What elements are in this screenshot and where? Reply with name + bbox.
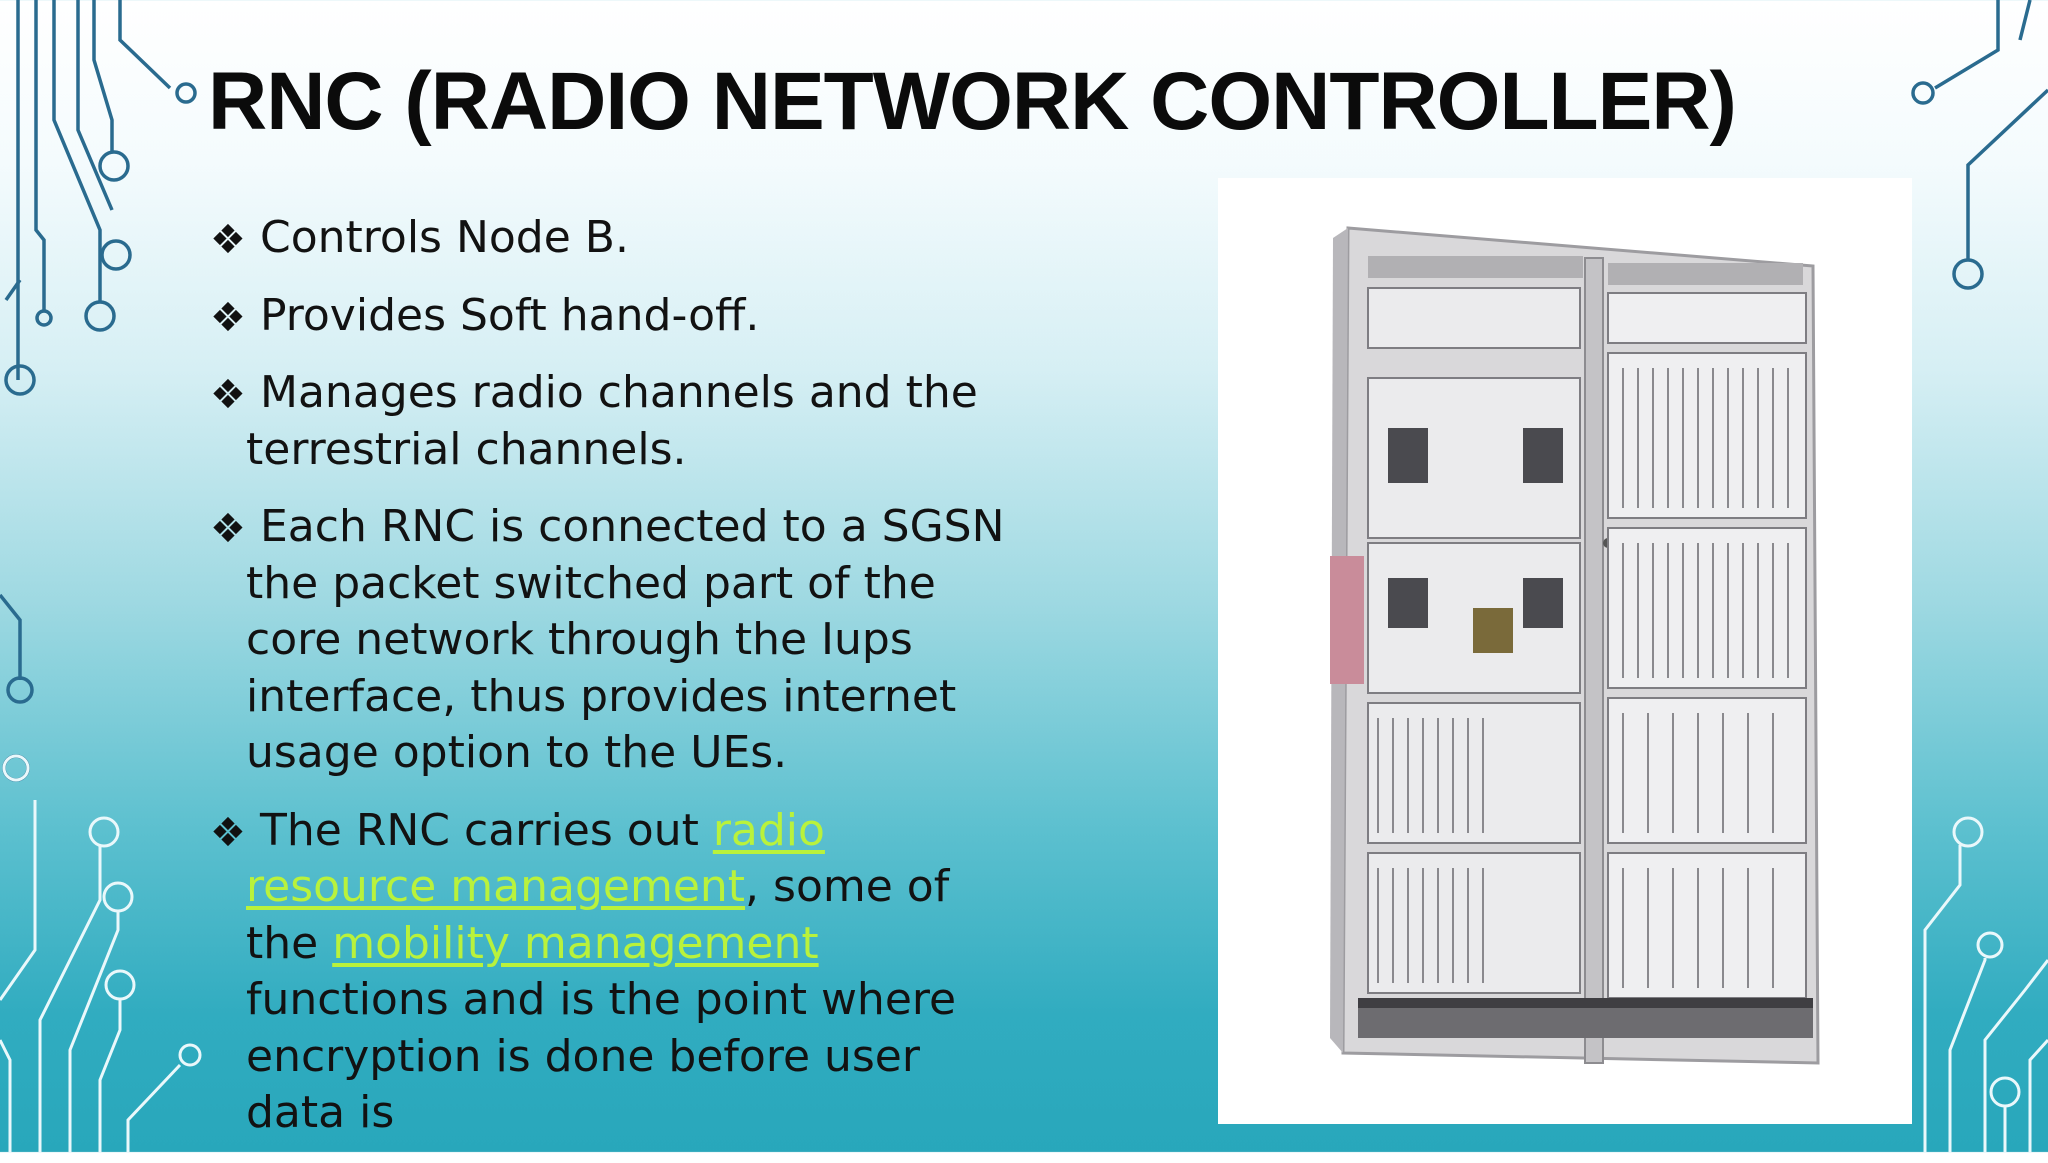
bullet-text: Manages radio channels and the terrestri… (246, 367, 978, 475)
bullet-list: ❖ Controls Node B. ❖ Provides Soft hand-… (210, 210, 1112, 1163)
bullet-text-before: The RNC carries out (260, 804, 713, 856)
rnc-cabinet-photo (1218, 178, 1912, 1124)
bullet-item: ❖ Each RNC is connected to a SGSN the pa… (210, 499, 1016, 782)
diamond-cluster-icon: ❖ (210, 372, 246, 418)
diamond-cluster-icon: ❖ (210, 217, 246, 263)
bullet-item: ❖ Controls Node B. (210, 210, 1112, 267)
rnc-cabinet-illustration (1218, 178, 1912, 1124)
radio-resource-management-link[interactable]: radio resource management (246, 804, 825, 913)
bullet-text: Controls Node B. (260, 212, 629, 263)
mobility-management-link[interactable]: mobility management (332, 917, 819, 969)
bullet-text-after: functions and is the point where encrypt… (246, 974, 957, 1138)
diamond-cluster-icon: ❖ (210, 294, 246, 341)
bullet-item: ❖ Provides Soft hand-off. (210, 288, 1112, 345)
bullet-text: Provides Soft hand-off. (260, 289, 760, 341)
bullet-item: ❖ Manages radio channels and the terrest… (210, 365, 1046, 478)
bullet-text: The RNC carries out radio resource manag… (246, 803, 1026, 1142)
bullet-text: Each RNC is connected to a SGSN the pack… (246, 501, 1005, 778)
slide-title: RNC (RADIO NETWORK CONTROLLER) (208, 56, 1737, 147)
diamond-cluster-icon: ❖ (210, 809, 246, 856)
bullet-item: ❖ The RNC carries out radio resource man… (210, 803, 1026, 1142)
bullet-text-mid: , some of the (246, 861, 950, 969)
diamond-cluster-icon: ❖ (210, 506, 246, 552)
